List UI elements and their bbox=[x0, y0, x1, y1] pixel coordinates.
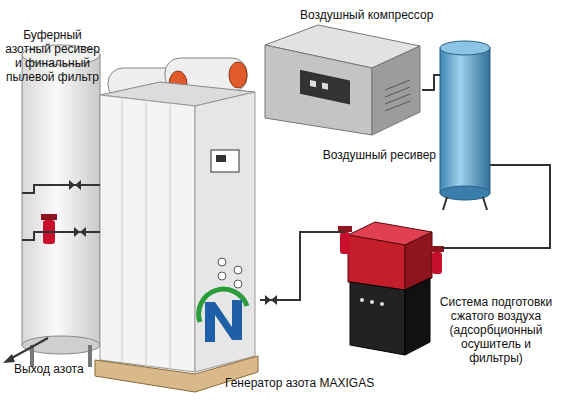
generator-drawing bbox=[95, 58, 258, 392]
pipe-connector bbox=[442, 165, 550, 248]
equipment-node: Система подготовки сжатого воздуха (адсо… bbox=[345, 222, 442, 357]
air-treatment-drawing bbox=[338, 222, 444, 355]
air-receiver-drawing bbox=[440, 41, 490, 210]
compressor-drawing bbox=[265, 25, 420, 135]
device-label: Воздушный компрессор bbox=[300, 8, 450, 22]
pipe-connector bbox=[22, 232, 100, 240]
equipment-node: Генератор азота MAXIGAS bbox=[100, 55, 260, 373]
device-label: Буферный азотный ресивер и финальный пыл… bbox=[5, 28, 100, 84]
equipment-node: Буферный азотный ресивер и финальный пыл… bbox=[22, 110, 102, 350]
device-label: Генератор азота MAXIGAS bbox=[225, 376, 385, 390]
outlet-label: Выход азота bbox=[14, 362, 104, 376]
equipment-node: Воздушный ресивер bbox=[440, 45, 490, 210]
outlet-arrow bbox=[3, 338, 48, 363]
pipe-connector bbox=[260, 232, 345, 300]
pipe-connector bbox=[22, 185, 100, 193]
buffer-receiver-drawing bbox=[22, 45, 100, 367]
equipment-node: Воздушный компрессор bbox=[262, 25, 422, 137]
pipe-connector bbox=[422, 75, 440, 90]
device-label: Воздушный ресивер bbox=[318, 148, 436, 162]
device-label: Система подготовки сжатого воздуха (адсо… bbox=[433, 295, 559, 365]
